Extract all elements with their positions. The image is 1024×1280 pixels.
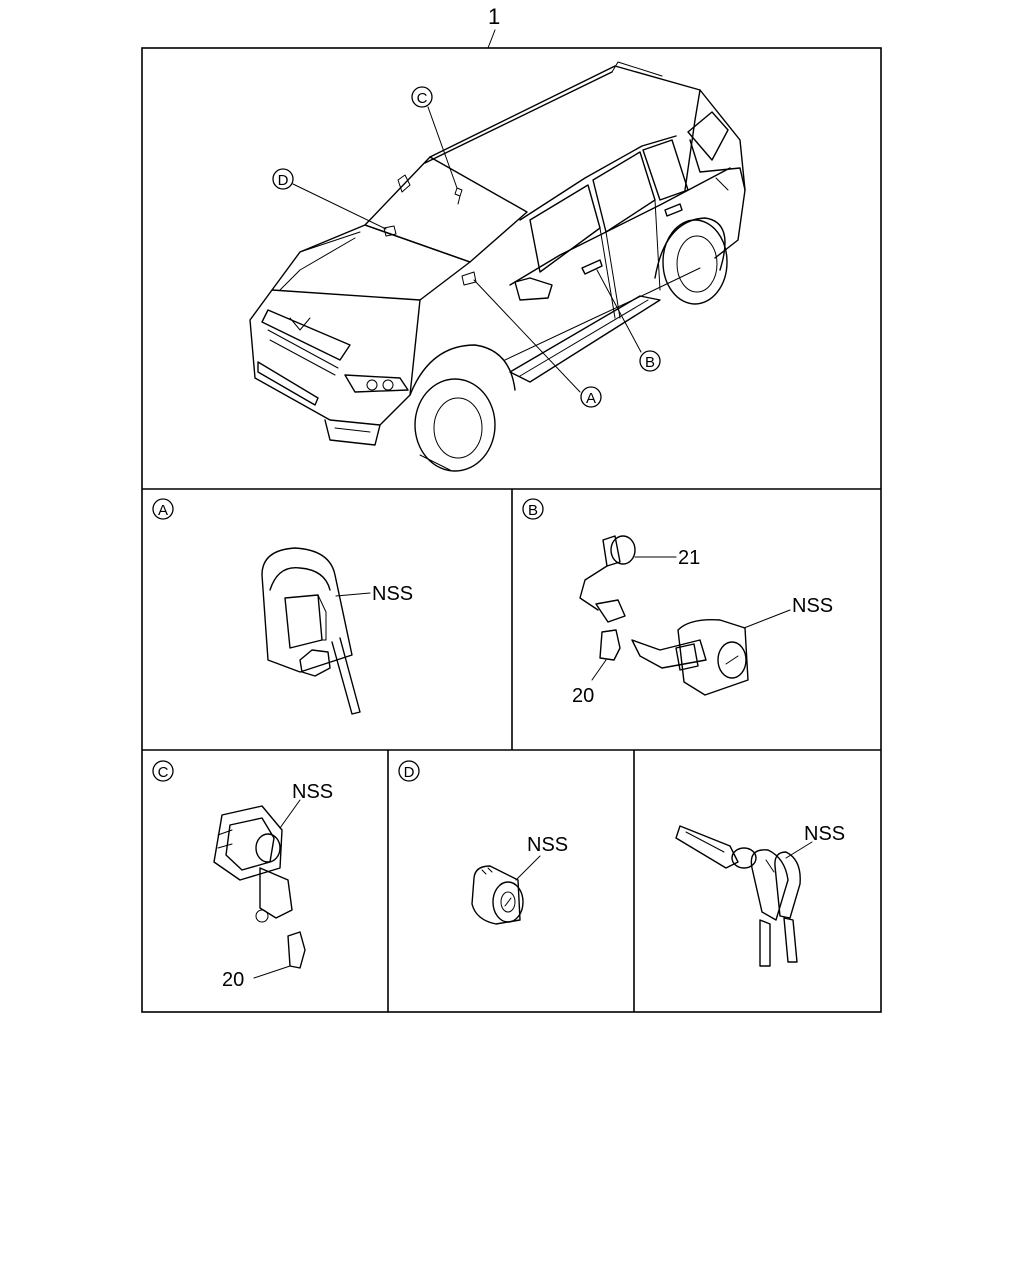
diagram-frame [141, 47, 882, 1013]
panel-keys-key-set [675, 825, 801, 967]
panel-c-lock-cylinder [213, 805, 293, 923]
assembly-leader [487, 29, 496, 49]
panel-b-switch-21 [579, 535, 636, 623]
panel-b-label: B [528, 502, 538, 519]
panel-c-part-label: NSS [292, 781, 333, 803]
panel-b-part-label: NSS [792, 595, 833, 617]
panel-a: A NSS [152, 498, 413, 715]
callout-a-marker [461, 271, 477, 286]
panel-b-20-leader [591, 659, 607, 681]
panel-d-lock-cylinder [471, 865, 524, 925]
svg-text:A: A [586, 390, 596, 407]
svg-text:C: C [417, 90, 428, 107]
panel-b-door-lock-cylinder [631, 619, 749, 696]
panel-c-leader [279, 799, 301, 829]
panel-a-lock-cylinder [261, 547, 361, 715]
callout-d-marker [383, 225, 397, 237]
panel-c-part-20: 20 [222, 969, 244, 991]
panel-b: B 21 20 NSS [522, 498, 833, 707]
panel-b-leader [743, 609, 791, 629]
panel-c-20-leader [253, 965, 291, 979]
panel-keys: NSS [675, 823, 845, 967]
panel-keys-part-label: NSS [804, 823, 845, 845]
panel-c-clip-20 [287, 931, 306, 969]
panel-c: C NSS 20 [152, 760, 333, 991]
svg-text:D: D [278, 172, 289, 189]
panel-b-part-20: 20 [572, 685, 594, 707]
panel-b-clip-20 [599, 629, 621, 661]
callout-c-marker [454, 187, 463, 205]
panel-b-part-21: 21 [678, 547, 700, 569]
callout-b: B [639, 350, 661, 372]
callout-a-leader [473, 279, 581, 393]
callout-d-leader [292, 183, 387, 230]
assembly-number: 1 [488, 4, 500, 29]
panel-keys-leader [785, 841, 813, 859]
vehicle-illustration [249, 61, 746, 472]
callout-c: C [411, 86, 433, 108]
panel-d: D NSS [398, 760, 568, 925]
panel-c-label: C [158, 764, 169, 781]
callout-a: A [580, 386, 602, 408]
panel-a-part-label: NSS [372, 583, 413, 605]
svg-text:B: B [645, 354, 655, 371]
panel-d-part-label: NSS [527, 834, 568, 856]
panel-a-label: A [158, 502, 168, 519]
panel-d-label: D [404, 764, 415, 781]
callout-d: D [272, 168, 294, 190]
panel-d-leader [515, 855, 541, 881]
callout-c-leader [427, 106, 458, 189]
panel-a-leader [335, 592, 371, 597]
callout-b-leader [596, 269, 642, 353]
